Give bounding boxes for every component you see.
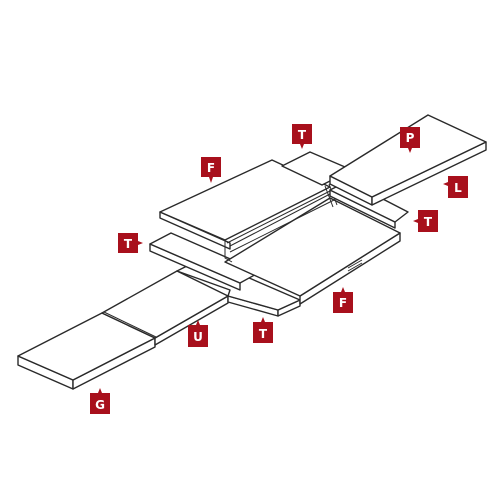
panel-p: [329, 114, 487, 206]
tag-shape: [292, 124, 312, 149]
panel-f-lower: [224, 197, 401, 305]
tag-label: T: [424, 215, 433, 229]
tag-label: F: [339, 296, 347, 310]
tag-label: G: [95, 398, 105, 412]
tag-p: P: [400, 127, 420, 153]
tag-t-left: T: [118, 233, 143, 253]
tag-label: L: [454, 181, 462, 195]
tag-g: G: [90, 388, 110, 414]
tag-u: U: [188, 320, 208, 347]
tag-label: T: [298, 128, 307, 142]
tag-shape: [253, 317, 273, 343]
tag-shape: [443, 176, 468, 198]
tag-shape: [413, 210, 438, 232]
tag-label: F: [207, 161, 215, 175]
tag-shape: [201, 157, 221, 183]
tag-label: T: [124, 237, 133, 251]
tag-t-top: T: [292, 124, 312, 149]
tag-f-bottom: F: [333, 287, 353, 313]
tag-t-right: T: [413, 210, 438, 232]
tag-shape: [333, 287, 353, 313]
tag-l: L: [443, 176, 468, 198]
panel-u: [101, 270, 229, 346]
tag-f-top: F: [201, 157, 221, 183]
tag-shape: [90, 388, 110, 414]
panel-f-upper: [159, 159, 338, 263]
tag-label: P: [406, 131, 415, 145]
tag-label: U: [193, 330, 203, 344]
tag-t-bottom: T: [253, 317, 273, 343]
tag-label: T: [259, 327, 268, 341]
tag-shape: [400, 127, 420, 153]
tag-shape: [188, 320, 208, 347]
tag-shape: [118, 233, 143, 253]
